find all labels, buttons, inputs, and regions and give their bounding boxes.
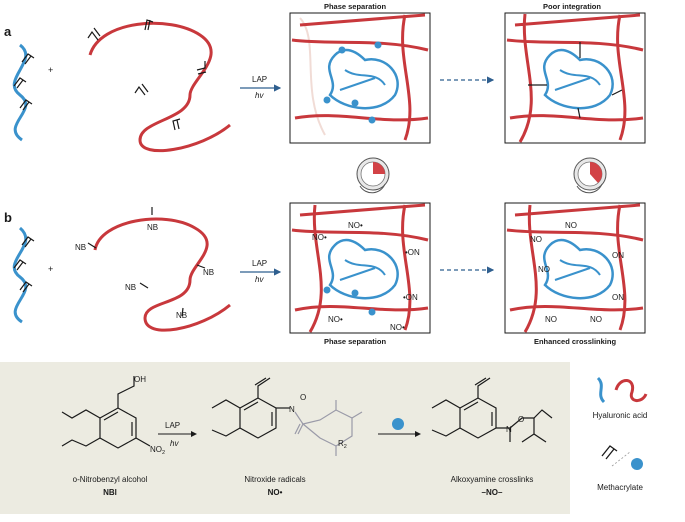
plus-a: +: [48, 65, 53, 75]
name-alkoxyamine: Alkoxyamine crosslinks: [451, 475, 534, 484]
b2-no-3: NO: [538, 265, 550, 274]
nb-label-4: NB: [125, 283, 136, 292]
aryl-ketone-grey: [294, 400, 363, 456]
name-nitroxide: Nitroxide radicals: [244, 475, 305, 484]
nb-stubs-b: [87, 207, 206, 317]
nb-label-3: NB: [203, 268, 214, 277]
legend-methacrylate-dot: [631, 458, 643, 470]
b2-no-5: NO: [590, 315, 602, 324]
b1-no-3: NO•: [328, 315, 343, 324]
red-methacrylates-a: [87, 19, 207, 131]
nb-label-1: NB: [75, 243, 86, 252]
o-dot-label: O: [300, 393, 306, 402]
b2-on-2: ON: [612, 293, 624, 302]
b1-no-1: NO•: [312, 233, 327, 242]
arrow-a-hv: hv: [255, 91, 264, 100]
nb-label-5: NB: [176, 311, 187, 320]
nb-label-2: NB: [147, 223, 158, 232]
ha-strand-b: [12, 226, 28, 324]
b2-on-1: ON: [612, 251, 624, 260]
legend-ha-label: Hyaluronic acid: [593, 411, 648, 420]
red-strand-b: [93, 217, 231, 332]
methacrylate-groups-a: [13, 53, 35, 111]
abbr-alkoxyamine: –NO–: [482, 488, 503, 497]
legend: Hyaluronic acid Methacrylate: [593, 376, 648, 492]
oh-label: OH: [134, 375, 146, 384]
network-b2: [506, 203, 644, 333]
legend-methacrylate-icon: [601, 445, 618, 460]
arrow-b-hv: hv: [255, 275, 264, 284]
b1-no-4: NO•: [390, 323, 405, 332]
b1-on-1: •ON: [405, 248, 420, 257]
methacrylate-groups-b: [13, 236, 35, 293]
panel-a-label: a: [4, 24, 12, 39]
molecule-nitroxide: [211, 377, 290, 439]
timer-b: [573, 157, 607, 194]
network-b1: [291, 203, 429, 333]
legend-blue-strand: [596, 376, 606, 404]
legend-red-strand: [614, 379, 648, 402]
ha-strand-a: [12, 43, 28, 142]
plus-b: +: [48, 264, 53, 274]
red-strand-a: [88, 21, 231, 153]
b2-no-2: NO: [565, 221, 577, 230]
box-b2-title: Enhanced crosslinking: [534, 337, 617, 346]
legend-ma-label: Methacrylate: [597, 483, 643, 492]
box-b1-title: Phase separation: [324, 337, 387, 346]
b1-on-2: •ON: [403, 293, 418, 302]
box-a2-title: Poor integration: [543, 2, 601, 11]
box-a1-title: Phase separation: [324, 2, 387, 11]
timer-a: [356, 157, 390, 194]
panel-c-background: [0, 362, 570, 514]
no2-label: NO2: [150, 445, 165, 456]
arrow-c1-hv: hv: [170, 439, 179, 448]
methacrylate-dot: [392, 418, 404, 430]
n-label-3: N: [506, 425, 512, 434]
arrow-c1-lap: LAP: [165, 421, 180, 430]
network-a2: [506, 13, 644, 143]
b1-no-2: NO•: [348, 221, 363, 230]
name-nbl: o-Nitrobenzyl alcohol: [73, 475, 148, 484]
arrow-b-lap: LAP: [252, 259, 267, 268]
b2-no-4: NO: [545, 315, 557, 324]
abbr-nitroxide: NO•: [268, 488, 283, 497]
panel-b-label: b: [4, 210, 12, 225]
b2-no-1: NO: [530, 235, 542, 244]
molecule-alkoxyamine: [431, 377, 553, 443]
network-a1: [291, 13, 429, 141]
molecule-nbl: [61, 376, 151, 449]
o-label-3: O: [518, 415, 524, 424]
n-label: N: [289, 405, 295, 414]
abbr-nbl: NBl: [103, 488, 117, 497]
r2-label: R2: [338, 439, 347, 450]
arrow-a-lap: LAP: [252, 75, 267, 84]
